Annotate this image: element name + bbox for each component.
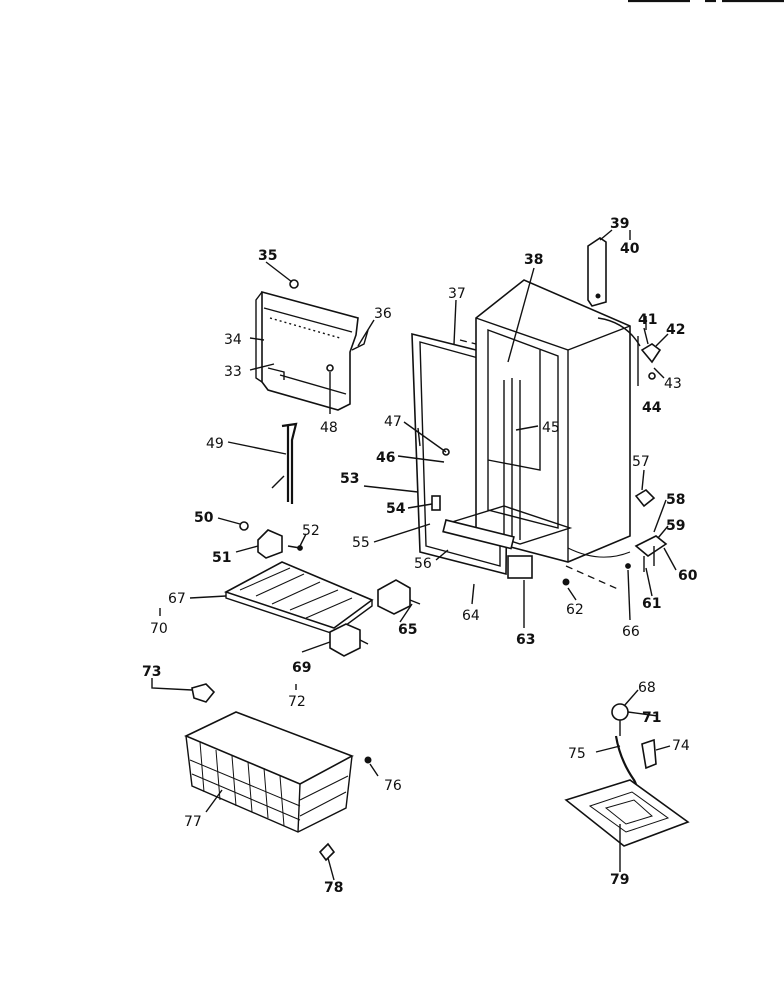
grille-part: [223, 561, 374, 635]
callout-55: 55: [352, 535, 370, 551]
callout-46: 46: [376, 450, 395, 466]
callout-37: 37: [448, 286, 466, 302]
callout-74: 74: [672, 738, 690, 754]
callout-68: 68: [638, 680, 656, 696]
callout-59: 59: [666, 518, 685, 534]
callout-57: 57: [632, 454, 650, 470]
callout-63: 63: [516, 632, 535, 648]
vertical-bracket-part: [587, 237, 607, 307]
callout-35: 35: [258, 248, 277, 264]
callout-labels: 33 34 35 36 37 38 39 40 41 42 43 44 45 4…: [142, 216, 698, 896]
tube-part: [271, 422, 298, 504]
side-fittings-part: [562, 488, 668, 591]
foot-part-69: [329, 623, 369, 657]
callout-66: 66: [622, 624, 640, 640]
callout-77: 77: [184, 814, 202, 830]
callout-52: 52: [302, 523, 320, 539]
callout-62: 62: [566, 602, 584, 618]
callout-49: 49: [206, 436, 224, 452]
callout-41: 41: [638, 312, 657, 328]
callout-72: 72: [288, 694, 306, 710]
callout-69: 69: [292, 660, 311, 676]
callout-36: 36: [374, 306, 392, 322]
callout-60: 60: [678, 568, 698, 584]
top-bracket-part: [255, 279, 369, 411]
callout-64: 64: [462, 608, 480, 624]
callout-61: 61: [642, 596, 661, 612]
callout-33: 33: [224, 364, 242, 380]
callout-51: 51: [212, 550, 231, 566]
fitting-part-73: [191, 683, 216, 703]
callout-53: 53: [340, 471, 359, 487]
callout-73: 73: [142, 664, 161, 680]
foot-part-65: [377, 579, 421, 615]
callout-47: 47: [384, 414, 402, 430]
callout-75: 75: [568, 746, 586, 762]
callout-45: 45: [542, 420, 560, 436]
callout-48: 48: [320, 420, 338, 436]
callout-67: 67: [168, 591, 186, 607]
callout-39: 39: [610, 216, 629, 232]
callout-70: 70: [150, 621, 168, 637]
callout-50: 50: [194, 510, 214, 526]
callout-78: 78: [324, 880, 343, 896]
callout-54: 54: [386, 501, 406, 517]
clip-part-78: [318, 842, 336, 862]
hinge-part: [239, 521, 303, 559]
callout-42: 42: [666, 322, 685, 338]
callout-58: 58: [666, 492, 685, 508]
callout-43: 43: [664, 376, 682, 392]
callout-38: 38: [524, 252, 543, 268]
cabinet-part: [442, 279, 631, 579]
callout-76: 76: [384, 778, 402, 794]
callout-56: 56: [414, 556, 432, 572]
callout-40: 40: [620, 241, 640, 257]
wire-basket-part: [184, 711, 372, 833]
leader-lines: [151, 229, 677, 881]
callout-65: 65: [398, 622, 417, 638]
callout-34: 34: [224, 332, 242, 348]
callout-44: 44: [642, 400, 662, 416]
callout-71: 71: [642, 710, 661, 726]
drain-pan-part: [564, 703, 690, 847]
thermostat-part: [597, 316, 662, 386]
callout-79: 79: [610, 872, 629, 888]
